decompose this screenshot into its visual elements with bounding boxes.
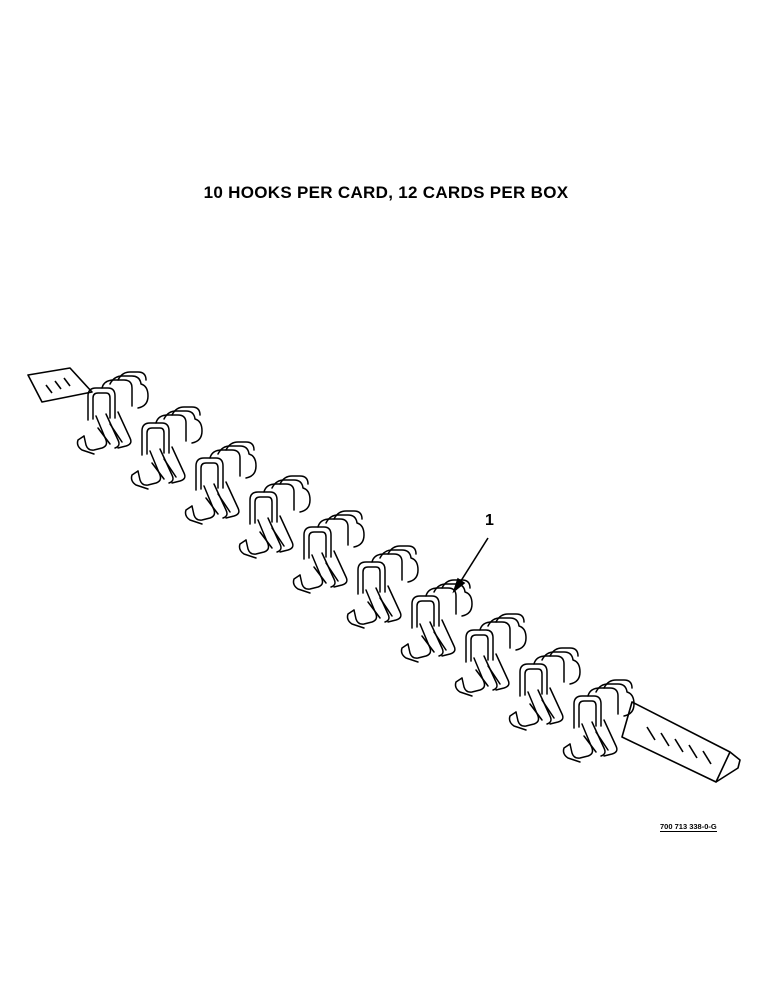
callout-label: 1 [485, 512, 494, 529]
figure-title: 10 HOOKS PER CARD, 12 CARDS PER BOX [203, 183, 569, 202]
callout-leader-arrow [452, 537, 489, 594]
hook-9 [508, 647, 581, 731]
hook-10 [562, 679, 635, 763]
hook-7 [400, 579, 473, 663]
drawing-number: 700 713 338-0-G [660, 822, 717, 832]
card-strip-right-end [621, 701, 741, 783]
hook-8 [454, 613, 527, 697]
hook-1 [76, 371, 149, 455]
hooks-row [76, 371, 635, 763]
hook-2 [130, 406, 203, 490]
card-strip-left-end [27, 367, 93, 403]
hook-5 [292, 510, 365, 594]
hook-4 [238, 475, 311, 559]
hook-3 [184, 441, 257, 525]
hook-6 [346, 545, 419, 629]
